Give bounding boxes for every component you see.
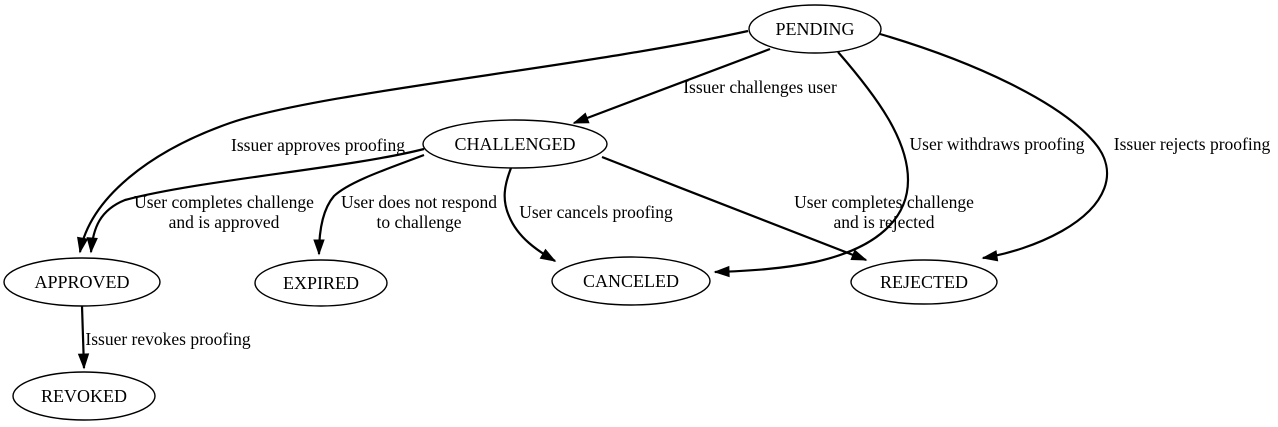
state-node-revoked: REVOKED bbox=[12, 371, 156, 421]
state-label-rejected: REJECTED bbox=[880, 272, 968, 292]
state-ellipse-approved bbox=[3, 257, 161, 307]
edge-label-user-does-not-respond-line2: to challenge bbox=[376, 212, 461, 232]
edge-approved-revoked-path bbox=[77, 305, 90, 370]
edge-pending-challenged: Issuer challenges user bbox=[572, 47, 837, 125]
state-node-canceled: CANCELED bbox=[551, 256, 711, 306]
edge-label-issuer-approves-proofing: Issuer approves proofing bbox=[231, 135, 405, 155]
edge-challenged-rejected: User completes challenge and is rejected bbox=[601, 155, 974, 262]
edge-label-issuer-revokes-proofing: Issuer revokes proofing bbox=[85, 329, 250, 349]
edge-label-user-completes-challenge-rejected-line2: and is rejected bbox=[833, 212, 934, 232]
state-node-challenged: CHALLENGED bbox=[422, 119, 608, 169]
edge-challenged-expired-path bbox=[313, 153, 425, 256]
edge-pending-canceled: User withdraws proofing bbox=[713, 51, 1085, 278]
state-node-rejected: REJECTED bbox=[850, 259, 998, 305]
edge-challenged-approved-path bbox=[86, 147, 425, 254]
state-ellipse-revoked bbox=[12, 371, 156, 421]
edge-label-issuer-rejects-proofing: Issuer rejects proofing bbox=[1114, 134, 1271, 154]
edge-label-user-withdraws-proofing: User withdraws proofing bbox=[910, 134, 1085, 154]
state-label-revoked: REVOKED bbox=[41, 386, 127, 406]
edge-approved-revoked: Issuer revokes proofing bbox=[77, 305, 251, 370]
state-label-pending: PENDING bbox=[776, 19, 855, 39]
state-label-challenged: CHALLENGED bbox=[455, 134, 576, 154]
edge-label-user-cancels-proofing: User cancels proofing bbox=[519, 202, 673, 222]
edge-pending-rejected-path bbox=[879, 32, 1109, 262]
state-node-expired: EXPIRED bbox=[254, 259, 388, 307]
edge-label-user-completes-challenge-rejected-line1: User completes challenge bbox=[794, 192, 974, 212]
state-ellipse-expired bbox=[254, 259, 388, 307]
state-ellipse-rejected bbox=[850, 259, 998, 305]
edge-pending-approved-path bbox=[77, 29, 749, 254]
state-ellipse-pending bbox=[748, 4, 882, 54]
state-label-approved: APPROVED bbox=[34, 272, 129, 292]
edge-challenged-canceled: User cancels proofing bbox=[503, 167, 673, 262]
edge-challenged-canceled-path bbox=[503, 167, 557, 262]
state-ellipse-canceled bbox=[551, 256, 711, 306]
edge-pending-rejected: Issuer rejects proofing bbox=[879, 32, 1271, 262]
state-ellipse-challenged bbox=[422, 119, 608, 169]
state-label-expired: EXPIRED bbox=[283, 273, 359, 293]
edge-label-user-completes-challenge-approved-line2: and is approved bbox=[169, 212, 280, 232]
edge-challenged-approved: User completes challenge and is approved bbox=[86, 147, 425, 254]
state-label-canceled: CANCELED bbox=[583, 271, 679, 291]
edge-pending-canceled-path bbox=[713, 51, 910, 278]
state-node-pending: PENDING bbox=[748, 4, 882, 54]
state-node-approved: APPROVED bbox=[3, 257, 161, 307]
edge-challenged-expired: User does not respond to challenge bbox=[313, 153, 497, 256]
edge-challenged-rejected-path bbox=[601, 155, 868, 262]
edge-pending-challenged-path bbox=[572, 47, 771, 125]
edge-label-user-does-not-respond-line1: User does not respond bbox=[341, 192, 497, 212]
edge-label-user-completes-challenge-approved-line1: User completes challenge bbox=[134, 192, 314, 212]
edge-label-issuer-challenges-user: Issuer challenges user bbox=[683, 77, 837, 97]
edge-pending-approved: Issuer approves proofing bbox=[77, 29, 749, 254]
